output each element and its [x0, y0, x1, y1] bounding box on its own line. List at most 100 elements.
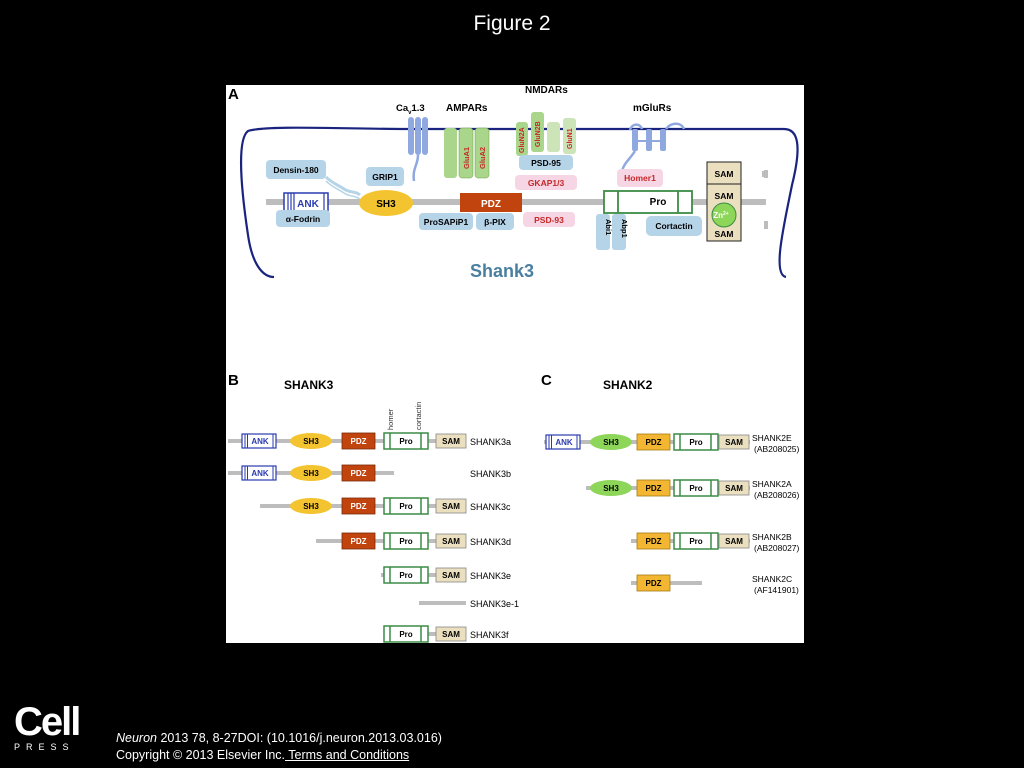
pdz-domain [636, 574, 671, 592]
pro-domain [383, 566, 429, 584]
sam-label: SAM [725, 537, 743, 546]
sh3-label: SH3 [303, 437, 319, 446]
homer1-box [617, 169, 663, 187]
pro-domain [673, 479, 719, 497]
sam-label: SAM [442, 502, 460, 511]
sam-domain [718, 480, 750, 496]
alpha-fodrin-box [276, 210, 330, 227]
sam-domain [435, 533, 467, 549]
shank2-isoform-name: SHANK2A [752, 479, 792, 489]
abp1-label: Abp1 [620, 219, 629, 238]
ank-domain [545, 434, 581, 450]
logo-subword: PRESS [14, 742, 75, 752]
sam-domain [718, 434, 750, 450]
sh3-domain [290, 465, 332, 481]
sh3-label: SH3 [303, 502, 319, 511]
zinc-ion [711, 202, 737, 228]
abi1-box [596, 214, 610, 250]
glua2-label: GluA2 [478, 147, 487, 169]
sam-label: SAM [442, 537, 460, 546]
glun2b-label: GluN2B [535, 121, 542, 147]
isoform-backbone [419, 601, 466, 605]
sh3-domain [290, 433, 332, 449]
pdz-label: PDZ [351, 537, 367, 546]
panel-a-letter: A [228, 86, 239, 103]
ampars-label: AMPARs [446, 103, 488, 114]
sam-domain [718, 533, 750, 549]
cav13-label: Cav1.3 [396, 103, 425, 116]
psd95-label: PSD-95 [531, 158, 561, 168]
pdz-domain [341, 464, 376, 482]
logo-word: Cell [14, 700, 81, 744]
cell-press-logo: Cell PRESS [14, 702, 86, 752]
beta-pix-label: β-PIX [484, 217, 506, 227]
pdz-domain [341, 532, 376, 550]
pro-domain [383, 532, 429, 550]
panel-c-letter: C [541, 372, 552, 389]
pro-domain [383, 625, 429, 643]
psd95-box [519, 155, 573, 170]
grip1-label: GRIP1 [372, 172, 398, 182]
ank-domain [241, 465, 277, 481]
shank2-isoform-accession: (AB208027) [754, 543, 800, 553]
sam-label: SAM [442, 571, 460, 580]
pro-label-a: Pro [650, 197, 667, 208]
glun1-label: GluN1 [567, 128, 574, 149]
pdz-label: PDZ [646, 484, 662, 493]
cortactin-site-label: cortactin [414, 402, 423, 430]
pdz-label: PDZ [646, 537, 662, 546]
sh3-label: SH3 [603, 438, 619, 447]
nmdars-label: NMDARs [525, 85, 568, 96]
shank3-isoform-row: SHANK3e-1 [419, 599, 519, 609]
pdz-domain-a [460, 193, 522, 212]
pro-label: Pro [399, 537, 412, 546]
pro-domain [383, 497, 429, 515]
sam-domain [435, 567, 467, 583]
pdz-label: PDZ [351, 437, 367, 446]
ank-label-a: ANK [297, 199, 319, 210]
gkap-label: GKAP1/3 [528, 178, 565, 188]
citation-text: 2013 78, 8-27DOI: (10.1016/j.neuron.2013… [157, 731, 442, 745]
slide-title: Figure 2 [473, 12, 551, 35]
panel-b-letter: B [228, 372, 239, 389]
densin-box [266, 160, 326, 179]
shank2-isoform-accession: (AB208026) [754, 490, 800, 500]
homer-site-label: homer [386, 408, 395, 430]
shank3-isoform-name: SHANK3f [470, 630, 509, 640]
shank3-isoform-name: SHANK3e-1 [470, 599, 519, 609]
shank2-isoform-name: SHANK2B [752, 532, 792, 542]
pro-domain [673, 433, 719, 451]
glua1-label: GluA1 [462, 147, 471, 169]
sh3-domain [590, 480, 632, 496]
cell-membrane [240, 126, 799, 279]
pdz-domain [636, 532, 671, 550]
glun2a-label: GluN2A [519, 127, 526, 153]
pdz-label: PDZ [646, 579, 662, 588]
pdz-domain [341, 497, 376, 515]
shank3-isoform-name: SHANK3a [470, 437, 511, 447]
grip1-box [366, 167, 404, 186]
pro-domain [673, 532, 719, 550]
panel-c-title: SHANK2 [603, 378, 653, 392]
prosapip1-box [419, 213, 473, 230]
psd93-label: PSD-93 [534, 215, 564, 225]
sam-label-a2: SAM [715, 191, 734, 201]
cortactin-box [646, 216, 702, 236]
citation-line: Neuron 2013 78, 8-27DOI: (10.1016/j.neur… [116, 730, 442, 747]
sh3-label: SH3 [603, 484, 619, 493]
copyright-line: Copyright © 2013 Elsevier Inc. Terms and… [116, 747, 442, 764]
sam-label: SAM [725, 484, 743, 493]
terms-link[interactable]: Terms and Conditions [285, 748, 410, 762]
panel-a: A Cav1.3 AMPARs GluA1 GluA2 NMDARs [228, 85, 799, 281]
pro-label: Pro [399, 571, 412, 580]
sam-domain [435, 626, 467, 642]
